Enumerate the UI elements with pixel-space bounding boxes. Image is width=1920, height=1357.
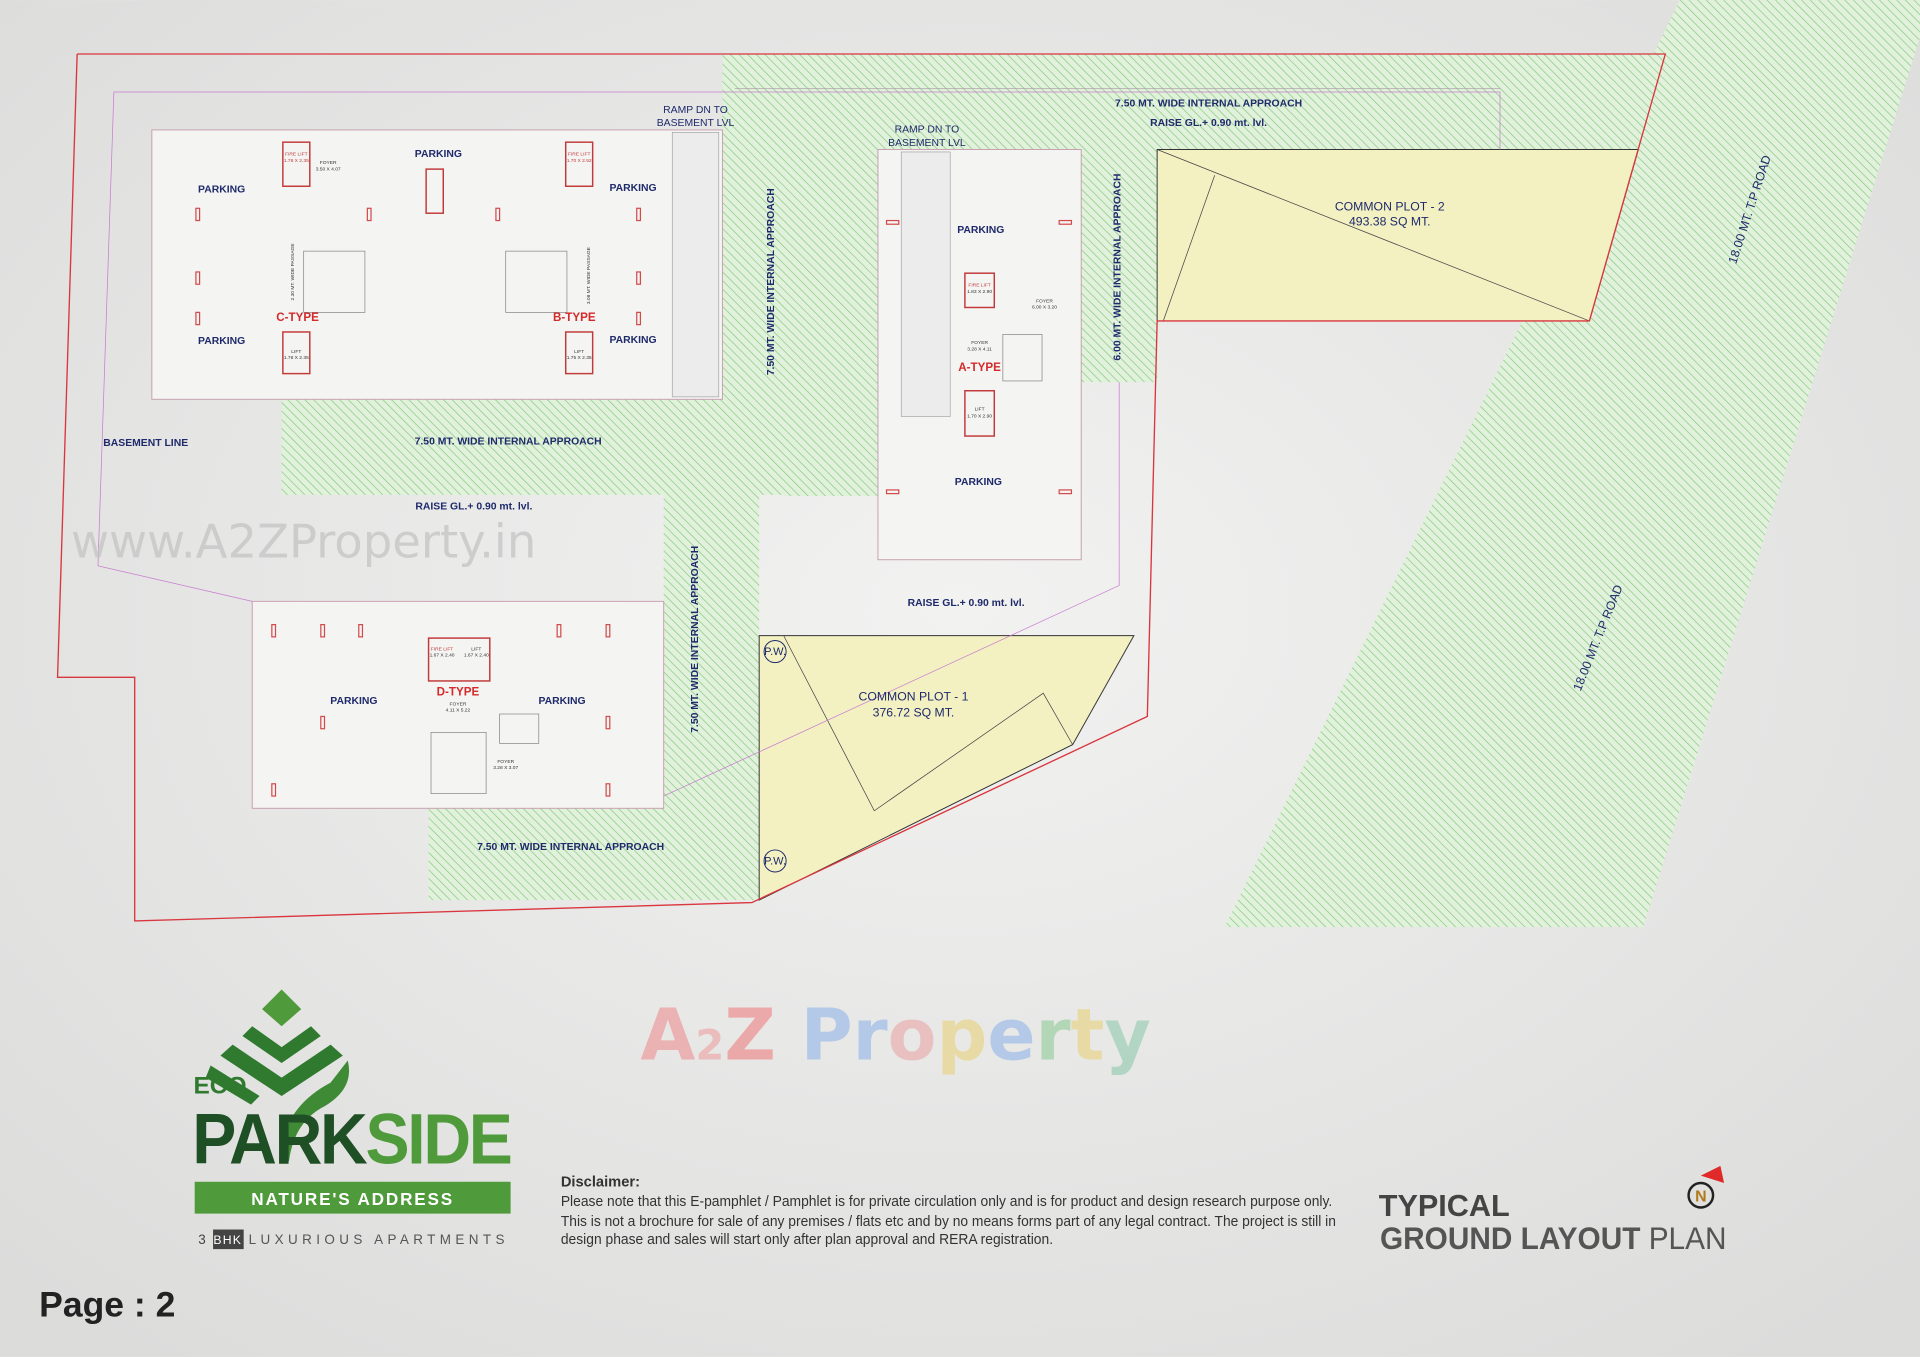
room-label: FIRE LIFT	[568, 152, 591, 158]
approach-label: 7.50 MT. WIDE INTERNAL APPROACH	[690, 546, 701, 733]
parking-label: PARKING	[609, 335, 656, 346]
logo-eco: ECO	[193, 1073, 246, 1100]
room-label: 1.67 X 2.40	[464, 652, 489, 658]
basement-line-label: BASEMENT LINE	[103, 438, 188, 449]
ramp-label: BASEMENT LVL	[888, 138, 966, 149]
basement-line	[113, 91, 1501, 150]
disclaimer-title: Disclaimer:	[561, 1175, 640, 1191]
pw-label: P.W.	[764, 646, 786, 658]
parking-label: PARKING	[955, 477, 1002, 488]
room-label: FIRE LIFT	[285, 152, 308, 158]
room-label: 4.11 X 5.22	[446, 708, 471, 714]
disclaimer-line: This is not a brochure for sale of any p…	[561, 1214, 1336, 1230]
approach-label: 7.50 MT. WIDE INTERNAL APPROACH	[415, 437, 602, 448]
building-cores	[282, 141, 996, 682]
disclaimer-line: Please note that this E-pamphlet / Pamph…	[561, 1194, 1332, 1210]
watermark-url: www.A2ZProperty.in	[71, 514, 536, 568]
top-approach-dotted-line	[734, 88, 1500, 90]
room-labels: FIRE LIFT 1.78 X 2.35 FOYER 3.50 X 4.07 …	[284, 152, 1057, 771]
approach-label: 7.50 MT. WIDE INTERNAL APPROACH	[1115, 99, 1302, 110]
parking-label: PARKING	[415, 149, 462, 160]
logo-tagline: NATURE'S ADDRESS	[251, 1189, 454, 1209]
raise-level-label: RAISE GL.+ 0.90 mt. lvl.	[908, 598, 1025, 609]
room-label: 1.67 X 2.40	[430, 652, 455, 658]
parking-label: PARKING	[198, 336, 245, 347]
room-label: 3.50 X 4.07	[316, 166, 341, 172]
eco-parkside-logo: ECO PARKSIDE NATURE'S ADDRESS 3 BHK LUXU…	[192, 989, 513, 1250]
parking-label: PARKING	[609, 183, 656, 194]
title-line-2: GROUND LAYOUT PLAN	[1380, 1220, 1727, 1256]
stairs	[303, 250, 1043, 794]
ramp-1	[671, 132, 720, 398]
ramp-label: RAMP DN TO	[663, 105, 728, 116]
room-label: FOYER	[320, 160, 337, 166]
parking-label: PARKING	[538, 696, 585, 707]
room-label: 1.78 X 2.35	[284, 355, 309, 361]
room-label: LIFT	[975, 406, 985, 412]
disclaimer-line: design phase and sales will start only a…	[561, 1232, 1053, 1248]
room-label: LIFT	[471, 646, 481, 652]
page-number: Page : 2	[39, 1284, 175, 1324]
approach-label: 7.50 MT. WIDE INTERNAL APPROACH	[477, 842, 664, 853]
room-label: LIFT	[291, 349, 301, 355]
room-label: FIRE LIFT	[431, 646, 454, 652]
room-label: 3.28 X 3.07	[493, 765, 518, 771]
tree-icon	[205, 989, 350, 1161]
c-type-label: C-TYPE	[276, 311, 319, 324]
common-plot-1-area: 376.72 SQ MT.	[873, 705, 955, 719]
parking-label: PARKING	[957, 225, 1004, 236]
room-label: 3.28 X 4.11	[967, 346, 992, 352]
disclaimer: Disclaimer: Please note that this E-pamp…	[561, 1175, 1336, 1249]
room-label: 6.00 X 3.20	[1032, 305, 1057, 311]
room-label: 1.70 X 2.52	[567, 158, 592, 164]
raise-level-label: RAISE GL.+ 0.90 mt. lvl.	[1150, 118, 1267, 129]
plan-title: TYPICAL GROUND LAYOUT PLAN	[1379, 1189, 1727, 1256]
raise-level-label: RAISE GL.+ 0.90 mt. lvl.	[415, 502, 532, 513]
a-type-label: A-TYPE	[958, 361, 1001, 374]
columns	[195, 207, 1073, 797]
room-label: 1.83 X 2.90	[967, 289, 992, 295]
ramp-label: RAMP DN TO	[895, 124, 960, 135]
tp-road	[1224, 0, 1920, 928]
internal-approach-areas	[281, 54, 1666, 901]
title-line-1: TYPICAL	[1379, 1189, 1510, 1223]
parking-label: PARKING	[330, 696, 377, 707]
parking-label: PARKING	[198, 184, 245, 195]
approach-label: 6.00 MT. WIDE INTERNAL APPROACH	[1112, 174, 1123, 361]
common-plot-1-label: COMMON PLOT - 1	[859, 690, 969, 704]
room-label: FOYER	[450, 701, 467, 707]
ramp-label: BASEMENT LVL	[657, 118, 735, 129]
room-label: FOYER	[971, 340, 988, 346]
room-label: FOYER	[497, 759, 514, 765]
room-label: FOYER	[1036, 299, 1053, 305]
b-type-label: B-TYPE	[553, 311, 596, 324]
pw-label: P.W.	[764, 856, 786, 868]
north-arrow-icon: N	[1687, 1165, 1725, 1209]
logo-bhk: BHK	[213, 1233, 242, 1247]
room-label: 1.70 X 2.90	[967, 414, 992, 420]
passage-label: 3.08 MT. WIDE PASSAGE	[586, 246, 592, 304]
watermark-brand: A2Z Property	[640, 993, 1150, 1076]
common-plot-2-label: COMMON PLOT - 2	[1335, 200, 1445, 214]
passage-label: 2.30 MT. WIDE PASSAGE	[290, 243, 296, 301]
room-label: 1.75 X 2.35	[567, 355, 592, 361]
common-plot-2-area: 493.38 SQ MT.	[1349, 214, 1431, 228]
logo-parkside: PARKSIDE	[192, 1100, 510, 1179]
common-plot-2	[1156, 149, 1640, 322]
building-c-b-type	[151, 129, 723, 400]
svg-text:A2Z Property: A2Z Property	[640, 993, 1150, 1076]
logo-bhk-number: 3	[198, 1232, 205, 1247]
north-label: N	[1695, 1188, 1707, 1205]
d-type-label: D-TYPE	[437, 686, 480, 699]
room-label: FIRE LIFT	[968, 283, 991, 289]
room-label: LIFT	[574, 349, 584, 355]
room-label: 1.78 X 2.35	[284, 158, 309, 164]
approach-label: 7.50 MT. WIDE INTERNAL APPROACH	[766, 188, 777, 375]
plot-boundary	[56, 53, 1667, 922]
ramp-2	[900, 151, 951, 417]
